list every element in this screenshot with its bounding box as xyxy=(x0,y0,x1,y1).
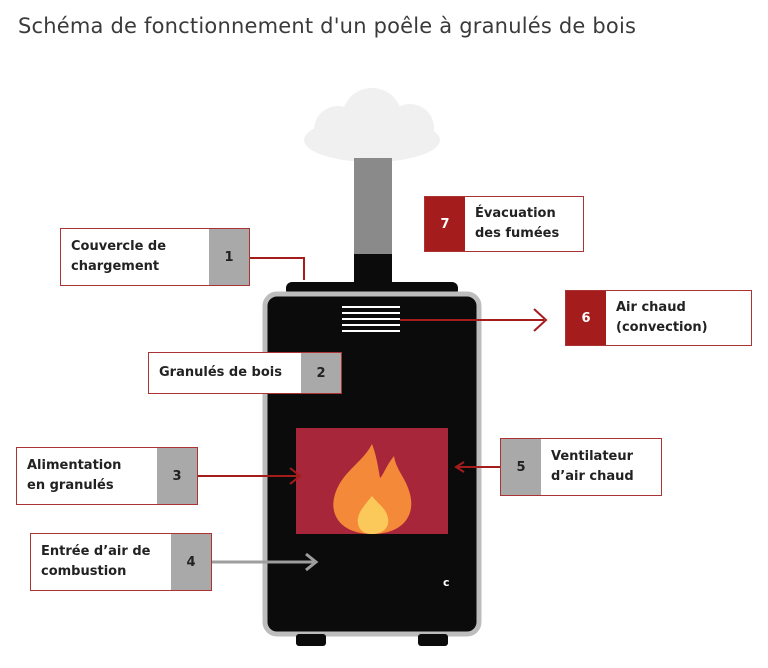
flue-collar xyxy=(354,254,392,284)
label-ventilateur: 5 Ventilateur d’air chaud xyxy=(500,438,662,496)
label-text: Couvercle de chargement xyxy=(71,238,167,274)
label-text: Granulés de bois xyxy=(159,364,282,380)
vent-grille xyxy=(342,306,400,332)
label-number: 4 xyxy=(171,534,211,590)
label-text: Évacuation des fumées xyxy=(475,205,560,241)
label-air-chaud: 6 Air chaud (convection) xyxy=(565,290,752,346)
label-text: Entrée d’air de combustion xyxy=(41,543,151,579)
arrowhead-5 xyxy=(454,461,465,473)
label-text: Air chaud (convection) xyxy=(616,299,708,335)
label-alimentation: Alimentation en granulés 3 xyxy=(16,447,198,505)
label-text: Ventilateur d’air chaud xyxy=(551,448,634,484)
label-couvercle: Couvercle de chargement 1 xyxy=(60,228,250,286)
label-granules: Granulés de bois 2 xyxy=(148,352,342,394)
flame-icon xyxy=(333,444,412,534)
label-number: 7 xyxy=(425,197,465,251)
label-number: 1 xyxy=(209,229,249,285)
connector-1 xyxy=(248,257,305,280)
label-number: 3 xyxy=(157,448,197,504)
label-text: Alimentation en granulés xyxy=(27,457,122,493)
label-number: 6 xyxy=(566,291,606,345)
label-number: 5 xyxy=(501,439,541,495)
arrowhead-4 xyxy=(305,552,319,572)
arrowhead-3 xyxy=(289,467,302,485)
label-evacuation: 7 Évacuation des fumées xyxy=(424,196,584,252)
stove-foot-right xyxy=(418,634,448,646)
stove-small-mark: c xyxy=(443,576,450,589)
label-number: 2 xyxy=(301,353,341,393)
chimney-pipe xyxy=(354,158,392,256)
stove-foot-left xyxy=(296,634,326,646)
smoke-cloud-icon xyxy=(304,88,440,162)
label-entree-air: Entrée d’air de combustion 4 xyxy=(30,533,212,591)
arrowhead-6 xyxy=(533,308,548,332)
diagram-title: Schéma de fonctionnement d'un poêle à gr… xyxy=(18,14,637,38)
